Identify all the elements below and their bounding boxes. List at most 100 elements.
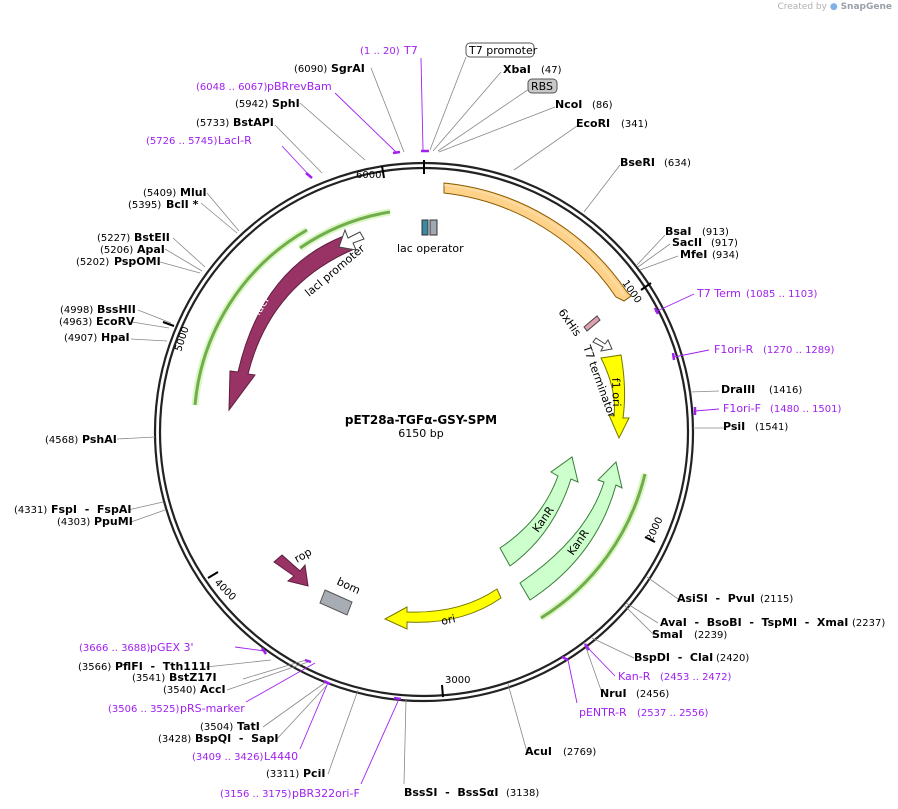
snapgene-watermark: Created by ● SnapGene [777,2,892,12]
snapgene-logo-icon: ● [829,2,838,12]
enzyme-pspomi-pos: (5202) [76,257,109,268]
enzyme-bstz17i[interactable]: BstZ17I [169,671,217,684]
enzyme-mlui[interactable]: MluI [180,186,207,199]
enzyme-bsssi[interactable]: BssSI - BssSαI [404,786,498,799]
enzyme-asisi-pvui[interactable]: AsiSI - PvuI [677,592,755,605]
primer-f1ori-f-range: (1480 .. 1501) [770,404,842,415]
rop-label: rop [292,545,314,565]
primer-pgex3[interactable]: pGEX 3' [150,641,194,654]
enzyme-mfei-pos: (934) [712,250,739,261]
enzyme-psii[interactable]: PsiI [723,420,745,433]
enzyme-bsteii[interactable]: BstEII [134,231,170,244]
rbs-label-box [527,78,558,94]
enzyme-draiii[interactable]: DraIII [721,383,755,396]
primer-l4440[interactable]: L4440 [264,750,298,763]
t7-promoter-label: T7 promoter [468,44,538,57]
enzyme-sgrai[interactable]: SgrAI [331,62,365,75]
enzyme-avai-group[interactable]: AvaI - BsoBI - TspMI - XmaI [660,616,848,629]
primer-pbr322ori-f-range: (3156 .. 3175) [220,789,292,800]
tick-label-3000: 3000 [445,675,470,686]
enzyme-acui-pos: (2769) [563,747,596,758]
primer-prs-marker[interactable]: pRS-marker [180,702,245,715]
enzyme-hpai[interactable]: HpaI [101,331,130,344]
enzyme-pflfi[interactable]: PflFI - Tth111I [115,660,210,673]
kanr-arrow-2[interactable] [519,461,623,601]
watermark-brand: SnapGene [840,2,892,12]
orange-cds-arrow[interactable] [443,182,632,302]
enzyme-ncoi[interactable]: NcoI [555,98,582,111]
primer-pentr-r-range: (2537 .. 2556) [637,708,709,719]
his-tag-marker[interactable] [583,315,601,332]
primer-l4440-range: (3409 .. 3426) [192,752,264,763]
enzyme-bspdi-clai[interactable]: BspDI - ClaI [634,651,713,664]
enzyme-pcii[interactable]: PciI [303,767,325,780]
tick-2000 [644,536,656,543]
laci-promoter-arrow[interactable] [338,228,365,251]
enzyme-bseri[interactable]: BseRI [620,156,655,169]
ori-label: ori [440,612,457,628]
tick-label-6000: 6000 [356,170,381,181]
enzyme-fspi[interactable]: FspI - FspAI [51,503,131,516]
enzyme-sgrai-pos: (6090) [294,64,327,75]
enzyme-tati[interactable]: TatI [237,720,260,733]
enzyme-pshai[interactable]: PshAI [82,433,117,446]
enzyme-ppumi[interactable]: PpuMI [94,515,133,528]
enzyme-acci[interactable]: AccI [200,683,226,696]
primer-f1ori-f[interactable]: F1ori-F [723,402,761,415]
enzyme-mfei[interactable]: MfeI [680,248,707,261]
plasmid-name: pET28a-TGFα-GSY-SPM [345,413,497,427]
watermark-prefix: Created by [777,2,827,12]
primer-t7[interactable]: T7 [403,44,418,57]
primer-pbr322ori-f[interactable]: pBR322ori-F [292,787,360,800]
leader-lines [116,56,725,785]
enzyme-bspqi[interactable]: BspQI - SapI [195,732,278,745]
enzyme-sphi[interactable]: SphI [272,97,300,110]
enzyme-bstz17i-pos: (3541) [132,673,165,684]
rop-arrow[interactable] [273,554,309,587]
primer-t7-term-range: (1085 .. 1103) [746,289,818,300]
laci-arrow[interactable] [228,235,353,412]
t7-terminator-arrow[interactable] [592,337,613,352]
enzyme-bspqi-pos: (3428) [158,734,191,745]
lac-operator-box-2[interactable] [429,219,438,236]
primer-kan-r[interactable]: Kan-R [618,670,651,683]
enzyme-nrui[interactable]: NruI [600,687,627,700]
bom-label: bom [335,575,363,597]
kanr-arrow-1[interactable] [499,456,579,567]
enzyme-bcli[interactable]: BclI * [166,198,199,211]
enzyme-bsssi-pos: (3138) [506,788,539,799]
enzyme-bstapi[interactable]: BstAPI [233,116,274,129]
enzyme-pspomi[interactable]: PspOMI [114,255,161,268]
tick-6000 [381,165,385,179]
ori-arrow[interactable] [383,588,502,630]
enzyme-acui[interactable]: AcuI [525,745,552,758]
enzyme-smai[interactable]: SmaI [652,628,683,641]
tick-5000 [162,321,175,327]
enzyme-ecorv-pos: (4963) [59,317,92,328]
primer-t7-term[interactable]: T7 Term [696,287,741,300]
enzyme-mlui-pos: (5409) [143,188,176,199]
primer-f1ori-r[interactable]: F1ori-R [714,343,754,356]
f1-ori-arrow[interactable] [600,354,630,440]
enzyme-ppumi-pos: (4303) [57,517,90,528]
enzyme-sacii-pos: (917) [711,238,738,249]
enzyme-bsteii-pos: (5227) [97,233,130,244]
enzyme-bsai[interactable]: BsaI [665,225,691,238]
enzyme-sacii[interactable]: SacII [672,236,702,249]
enzyme-ecori[interactable]: EcoRI [576,117,610,130]
enzyme-acci-pos: (3540) [163,685,196,696]
primer-pentr-r[interactable]: pENTR-R [579,706,627,719]
enzyme-xbai[interactable]: XbaI [503,63,531,76]
enzyme-apai[interactable]: ApaI [137,243,165,256]
lac-operator-box-1[interactable] [421,219,429,236]
bom-box[interactable] [319,589,353,616]
enzyme-bcli-pos: (5395) [128,200,161,211]
enzyme-pcii-pos: (3311) [266,769,299,780]
enzyme-bsshii[interactable]: BssHII [97,303,136,316]
primer-markers [260,149,697,701]
f1-ori-label: f1 ori [609,378,623,407]
primer-pbrrevbam[interactable]: pBRrevBam [267,80,332,93]
primer-laci-r[interactable]: LacI-R [218,134,252,147]
enzyme-ecorv[interactable]: EcoRV [96,315,135,328]
enzyme-bspdi-clai-pos: (2420) [716,653,749,664]
